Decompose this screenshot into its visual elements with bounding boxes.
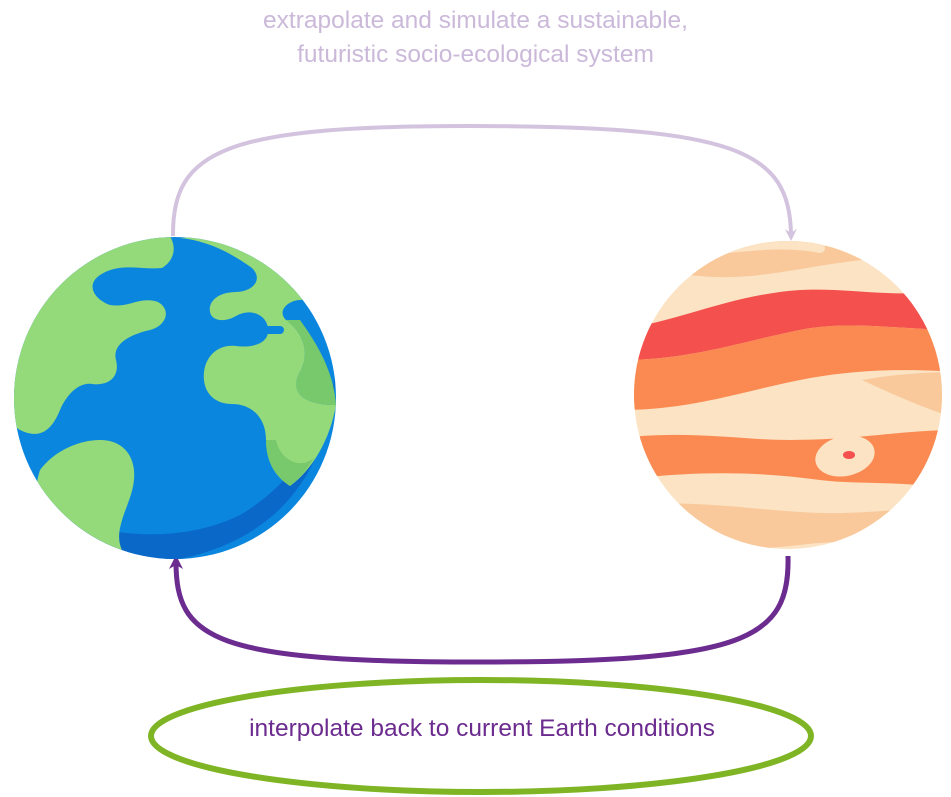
interpolate-arrow (169, 555, 791, 665)
jupiter-planet-icon (634, 241, 942, 549)
extrapolate-label-line-1: extrapolate and simulate a sustainable, (263, 7, 688, 34)
extrapolate-label-line-2: futuristic socio-ecological system (297, 41, 654, 68)
extrapolate-label: extrapolate and simulate a sustainable, … (0, 4, 951, 72)
earth-globe-icon (14, 237, 336, 559)
label-highlight-ellipse (148, 677, 814, 795)
extrapolate-arrow (170, 123, 797, 241)
interpolate-label: interpolate back to current Earth condit… (249, 715, 715, 742)
